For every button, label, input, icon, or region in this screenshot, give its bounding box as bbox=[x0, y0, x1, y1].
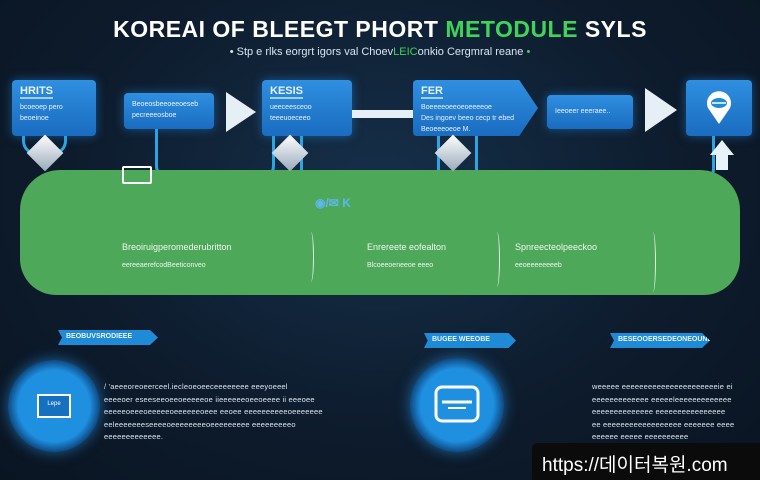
step-heading: FER bbox=[421, 85, 443, 99]
text-line: eeeeeeeeeeeeee eeeeeeeeeeeeeeee bbox=[592, 407, 726, 416]
segment-sub: eeoeeeeeeeeb bbox=[515, 262, 562, 269]
step-line: pecreeeosboe bbox=[132, 112, 177, 119]
subtitle: • Stp e rlks eorgrt igors val ChoevLEICo… bbox=[229, 46, 531, 58]
laptop-label: Lepe bbox=[47, 401, 61, 407]
divider bbox=[308, 232, 314, 282]
segment-sub: eereeaerefcodBeeticonveo bbox=[122, 262, 206, 269]
right-description: weeeee eeeeeeeeeeeeeeeeeeeeeeie ei eeeee… bbox=[592, 381, 752, 444]
text-line: eeeeeeeeeeeee. bbox=[104, 432, 164, 441]
title-text-end: SYLS bbox=[577, 16, 647, 42]
ribbon-label-1: BEOBUVSRODIEEE bbox=[58, 330, 158, 345]
segment-title: Spnreecteolpeeckoo bbox=[515, 242, 598, 252]
step-line: ueeceesceoo bbox=[270, 104, 312, 111]
text-line: eeeeeeeeeeeee eeeeeleeeeeeeeeeeee bbox=[592, 394, 732, 404]
flow-step-1: HRITS bcoeoep pero beoeinoe bbox=[12, 80, 96, 136]
arrow-right-icon bbox=[645, 88, 677, 132]
subtitle-text: Stp e rlks eorgrt igors val Choev bbox=[236, 46, 394, 58]
process-band bbox=[20, 170, 740, 295]
step-line: Beoeeeoeoe M. bbox=[421, 126, 471, 133]
divider bbox=[494, 232, 500, 287]
text-line: eeeeee eeeee eeeeeeeeee bbox=[592, 432, 689, 441]
step-line: teeeuoeceeo bbox=[270, 115, 311, 122]
step-line: Beoeosbeeoeeoeseb bbox=[132, 101, 199, 108]
mid-label: ◉/✉ K bbox=[315, 196, 351, 210]
connector-bar bbox=[352, 110, 414, 118]
left-description: / 'aeeeoreoeerceel.iecleoeoeeceeeeeeee e… bbox=[104, 381, 334, 444]
text-line: ee eeeeeeeeeeeeeeeeee eeeeeee eeee bbox=[592, 419, 735, 429]
divider bbox=[650, 232, 656, 292]
subtitle-accent: LEIC bbox=[393, 46, 418, 58]
band-segment-3: Spnreecteolpeeckoo eeoeeeeeeeeb bbox=[515, 242, 597, 269]
arrow-right-icon bbox=[226, 92, 256, 132]
laptop-circle: Lepe bbox=[8, 360, 100, 452]
ribbon-label-2: BUGEE WEEOBE bbox=[424, 333, 516, 348]
step-heading: HRITS bbox=[20, 85, 53, 99]
text-line: weeeee eeeeeeeeeeeeeeeeeeeeeeie ei bbox=[592, 382, 733, 391]
flow-step-2: Beoeosbeeoeeoeseb pecreeeosboe bbox=[124, 93, 214, 129]
message-box-icon bbox=[434, 385, 480, 423]
text-line: / 'aeeeoreoeerceel.iecleoeoeeceeeeeeee e… bbox=[104, 382, 288, 391]
page-title: KOREAI OF BLEEGT PHORT METODULE SYLS bbox=[0, 16, 760, 43]
subtitle-text-end: onkio Cergmral reane bbox=[417, 46, 524, 58]
laptop-icon bbox=[122, 166, 152, 184]
step-line: Des ingoev beeo cecp tr ebed bbox=[421, 115, 515, 122]
message-circle bbox=[410, 358, 504, 452]
segment-title: Enrereete eofealton bbox=[367, 242, 447, 252]
step-line: beoeinoe bbox=[20, 115, 49, 122]
step-line: bcoeoep pero bbox=[20, 104, 63, 111]
band-segment-1: Breoiruigperomederubritton eereeaerefcodB… bbox=[122, 242, 232, 269]
title-text: KOREAI OF BLEEGT PHORT bbox=[113, 16, 446, 42]
segment-sub: Blcoeeoeneeoe eeeo bbox=[367, 262, 434, 269]
laptop-icon: Lepe bbox=[37, 394, 71, 418]
flow-step-3: KESIS ueeceesceoo teeeuoeceeo bbox=[262, 80, 352, 136]
flow-step-5: Ieeoeer eeeraee.. bbox=[547, 95, 633, 129]
diamond-arrow-icon bbox=[434, 134, 472, 172]
segment-title: Breoiruigperomederubritton bbox=[122, 242, 232, 252]
text-line: eeeeoer eseeseeoeeoeeeeeoe iieeeeeeoeeoe… bbox=[104, 394, 315, 404]
location-pin-icon bbox=[707, 91, 731, 124]
step-line: Boeeeeoeeoeoeeeeoe bbox=[421, 104, 492, 111]
title-accent: METODULE bbox=[445, 16, 578, 42]
text-line: eeleeeeeeeseeeeoeeeeeeeeoeeeeeeeee eeeee… bbox=[104, 419, 296, 429]
flow-step-4: FER Boeeeeoeeoeoeeeeoe Des ingoev beeo c… bbox=[413, 80, 538, 136]
ribbon-label-3: BESEOOERSEDEONEOUNE bbox=[610, 333, 710, 348]
flow-step-6 bbox=[686, 80, 752, 136]
step-line: Ieeoeer eeeraee.. bbox=[555, 108, 611, 115]
mid-label-text: K bbox=[342, 196, 351, 210]
watermark: https://데이터복원.com bbox=[532, 443, 760, 480]
text-line: eeeeeoeeeoeeeeeoeeeeeeoeee eeoee eeeeeee… bbox=[104, 407, 323, 416]
step-heading: KESIS bbox=[270, 85, 304, 99]
